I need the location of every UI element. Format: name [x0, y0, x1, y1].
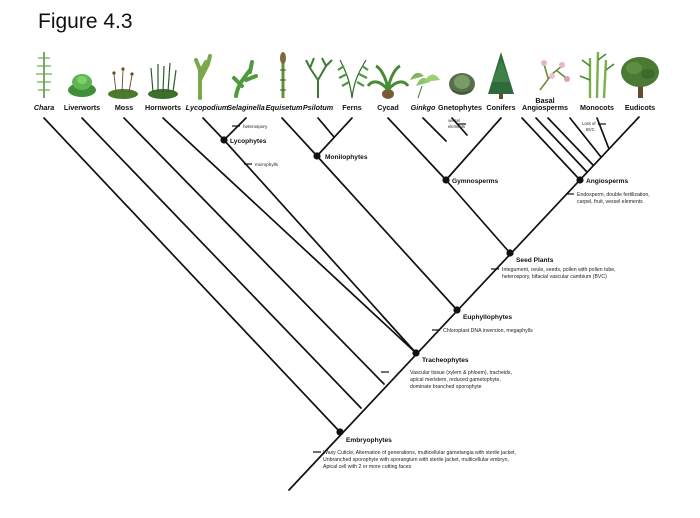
moss-illustration [108, 67, 138, 99]
loss-of-bvc-note-1: Loss of [582, 121, 596, 126]
taxon-label-liverworts: Liverworts [64, 103, 100, 112]
eudicot-illustration [621, 57, 659, 98]
ginkgo-branch [422, 117, 447, 142]
euphyllophytes-node [453, 306, 461, 314]
taxon-label-chara: Chara [34, 103, 54, 112]
basal-angio-3-branch [547, 117, 594, 166]
figure-title: Figure 4.3 [38, 10, 133, 33]
psilotum-branch [317, 117, 335, 138]
lycophytes-stem-branch [223, 139, 417, 354]
monocot-illustration [579, 51, 615, 99]
tracheophytes-node [412, 349, 420, 357]
monilophytes-label: Monilophytes [325, 154, 368, 161]
equisetum-illustration [280, 52, 286, 98]
conifers-branch [445, 117, 502, 181]
fern-illustration [337, 59, 369, 99]
euphyllophytes-label: Euphyllophytes [463, 314, 512, 321]
selaginella-illustration [232, 60, 258, 98]
gymnosperms-label: Gymnosperms [452, 178, 499, 185]
taxon-label-psilotum: Psilotum [303, 103, 334, 112]
lycophytes-node [220, 136, 228, 144]
taxon-label-eudicots: Eudicots [625, 103, 655, 112]
embryophytes-label: Embryophytes [346, 437, 392, 444]
equisetum-branch [281, 117, 318, 157]
taxon-label-equisetum: Equisetum [266, 103, 303, 112]
microphylls-note: microphylls [255, 162, 279, 167]
angiosperms-desc-2: carpel, fruit, vessel elements [577, 199, 643, 205]
seed-plants-desc-2: heterospory, bifacial vascular cambium (… [502, 274, 607, 280]
embryophytes-node [336, 428, 344, 436]
tracheophytes-desc-2: apical meristem, reduced gametophyte, [410, 377, 501, 383]
cycad-branch [387, 117, 447, 181]
tracheophytes-label: Tracheophytes [422, 357, 469, 364]
basal-angio-2-branch [535, 117, 588, 173]
monilophytes-node [313, 152, 321, 160]
taxon-label-moss: Moss [115, 103, 133, 112]
seed-plants-desc-1: Integument, ovule, seeds, pollen with po… [502, 267, 616, 273]
psilotum-illustration [305, 57, 333, 98]
basal-angio-1-branch [521, 117, 581, 181]
monocots-left-branch [569, 117, 602, 158]
gymnosperms-node [442, 176, 450, 184]
angiosperms-desc-1: Endosperm, double fertilization, [577, 192, 650, 198]
liverwort-illustration [68, 74, 96, 97]
monocots-branch [596, 117, 610, 150]
ferns-branch [316, 117, 353, 157]
tracheophytes-desc-3: dominate branched sporophyte [410, 384, 482, 390]
gnetophyte-illustration [449, 73, 475, 95]
euphyllophytes-desc-1: Chloroplast DNA inversion, megaphylls [443, 328, 533, 334]
selaginella-branch [223, 117, 247, 141]
taxon-label-cycad: Cycad [377, 103, 399, 112]
taxon-label-gnetophytes: Gnetophytes [438, 103, 482, 112]
lycopodium-illustration [194, 54, 212, 100]
lycopodium-branch [202, 117, 225, 141]
gnetophytes-branch [451, 117, 468, 136]
plant-illustrations [36, 51, 659, 100]
taxon-label-ferns: Ferns [342, 103, 362, 112]
taxon-label-lycopodium: Lycopodium [186, 103, 229, 112]
taxon-label-selaginella: Selaginella [227, 103, 265, 112]
liverworts-branch [81, 117, 362, 409]
conifer-illustration [488, 52, 514, 99]
taxon-label-monocots: Monocots [580, 103, 614, 112]
angiosperms-node [576, 176, 584, 184]
ginkgo-illustration [410, 72, 440, 99]
heterospory-note: heterospory [243, 124, 268, 129]
basal-angiosperms-label-line2: Angiosperms [522, 103, 568, 112]
vessel-elements-note-1: vessel [448, 118, 460, 123]
trait-ticks [232, 123, 606, 453]
embryophytes-desc-3: Apical cell with 2 or more cutting faces [323, 464, 412, 470]
embryophytes-desc-1: Waxy Cuticle, Alternation of generations… [323, 450, 516, 456]
angiosperms-label: Angiosperms [586, 178, 628, 185]
taxon-label-ginkgo: Ginkgo [411, 103, 436, 112]
moss-branch [123, 117, 385, 385]
monilophytes-stem-branch [316, 155, 458, 311]
tree-branches [43, 116, 640, 491]
clade-nodes [220, 136, 584, 436]
vessel-elements-note-2: elements [448, 124, 465, 129]
basal-angiosperm-illustration [539, 60, 570, 91]
seed-plants-label: Seed Plants [516, 257, 554, 264]
hornworts-branch [162, 117, 417, 354]
gymnosperms-stem-branch [445, 179, 511, 254]
hornwort-illustration [148, 62, 178, 99]
loss-of-bvc-note-2: BVC [586, 127, 595, 132]
basal-angiosperms-label-line1: Basal [535, 96, 554, 105]
embryophytes-desc-2: Unbranched sporophyte with sporangium wi… [323, 457, 509, 463]
trunk-branch [43, 117, 341, 433]
tracheophytes-desc-1: Vascular tissue (xylem & phloem), trache… [410, 370, 512, 376]
taxon-label-conifers: Conifers [486, 103, 515, 112]
cycad-illustration [366, 64, 410, 99]
seed-plants-node [506, 249, 514, 257]
taxon-labels: Chara Liverworts Moss Hornworts LycopodiumSe… [34, 103, 655, 112]
taxon-label-hornworts: Hornworts [145, 103, 181, 112]
lycophytes-label: Lycophytes [230, 138, 267, 145]
chara-illustration [36, 52, 52, 98]
